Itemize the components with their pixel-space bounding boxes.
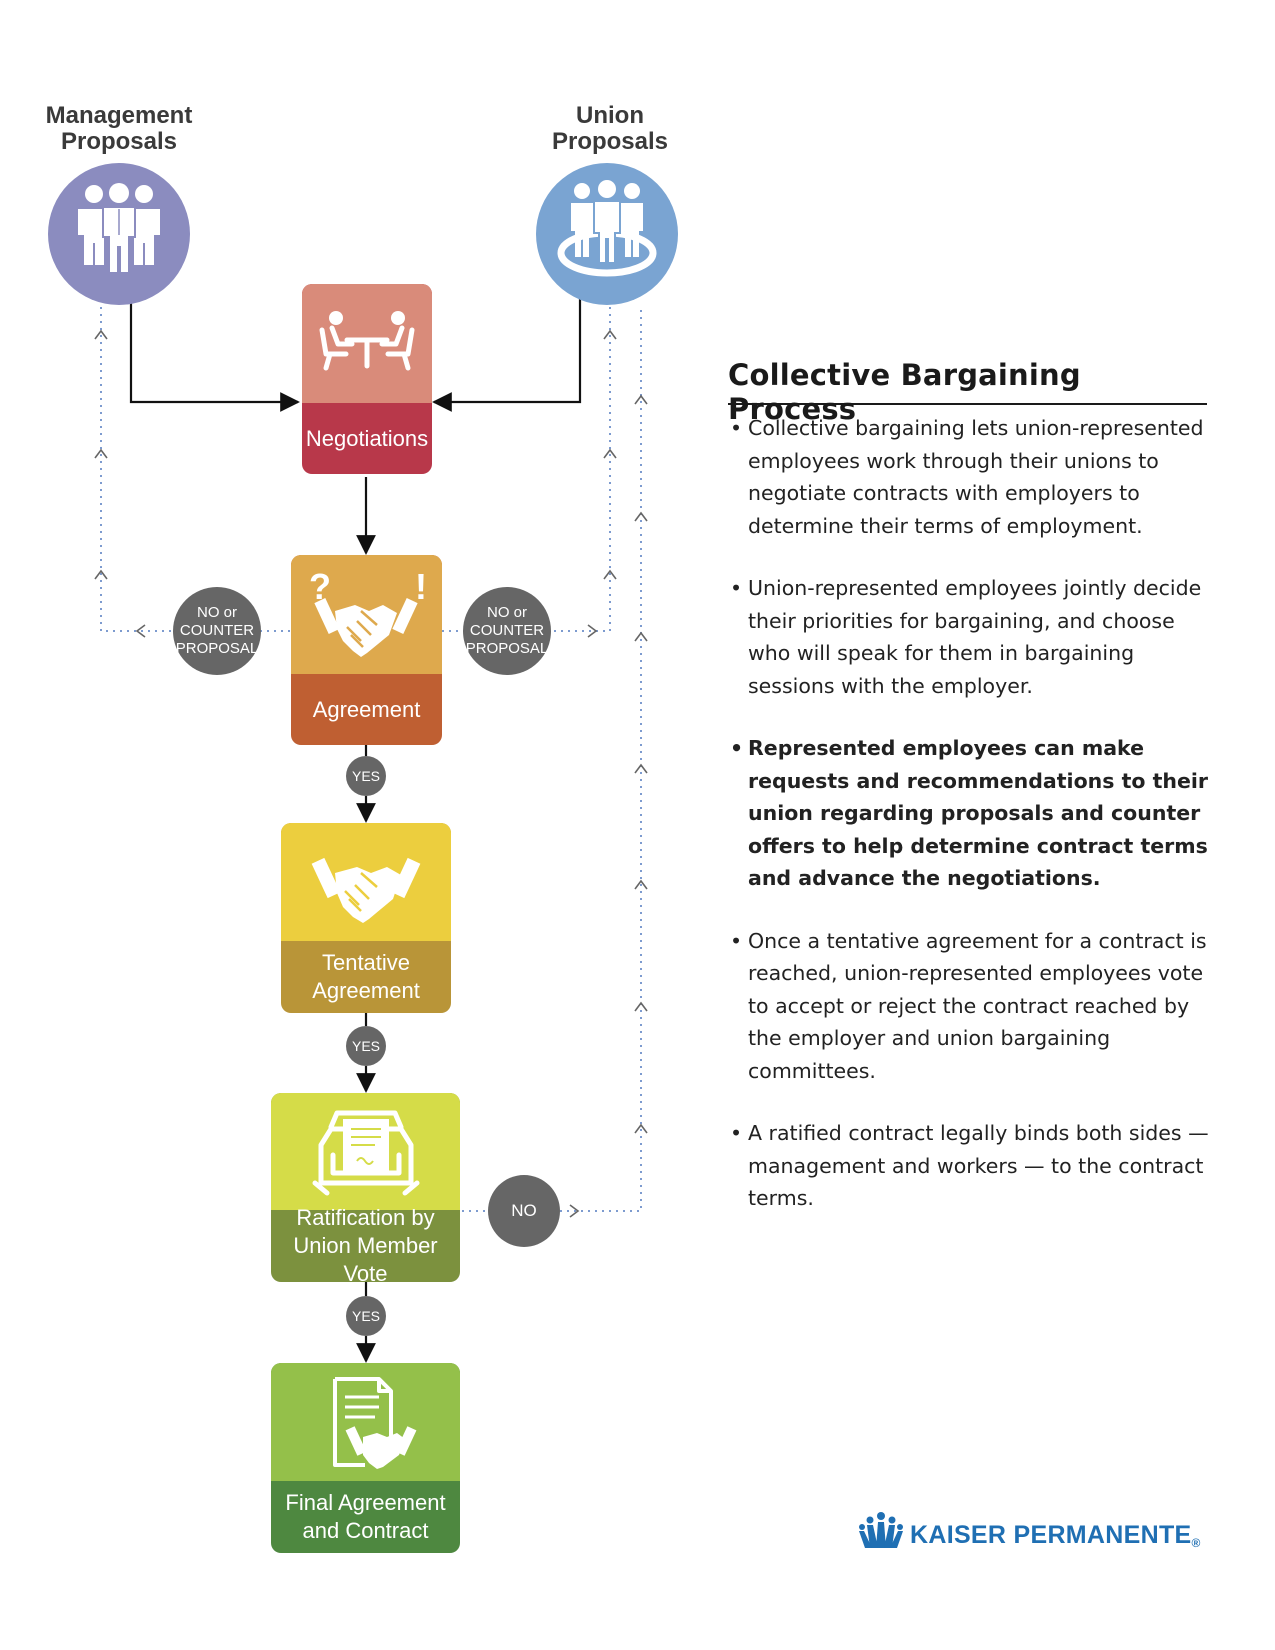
union-proposals-title: Union Proposals [551,102,669,155]
panel-title-rule [728,403,1207,405]
final-label-line1: Final Agreement [285,1490,446,1515]
union-to-negotiations-line [432,296,582,412]
no-badge-ratification: NO [488,1175,560,1247]
negotiations-step: Negotiations [302,284,432,474]
handshake-question-icon: ? ! [309,566,427,657]
left-return-dotted-line [100,304,290,632]
bullet-item: Union-represented employees jointly deci… [728,572,1218,702]
contract-handshake-icon [333,1377,417,1469]
ratification-label-line2: Union Member Vote [293,1233,438,1282]
ratification-label-line1: Ratification by [296,1205,435,1230]
right-return-dotted-line [442,304,611,632]
management-proposals-title: Management Proposals [45,102,193,155]
ratification-return-dotted-line [462,308,642,1212]
final-label-line2: and Contract [302,1518,429,1543]
svg-text:!: ! [415,566,427,607]
panel-bullets: Collective bargaining lets union-represe… [728,412,1218,1245]
negotiation-table-icon [319,311,415,371]
tentative-agreement-step: Tentative Agreement [281,823,451,1013]
management-to-negotiations-line [129,298,300,412]
bullet-item: Collective bargaining lets union-represe… [728,412,1218,542]
kaiser-logo-icon [859,1512,903,1548]
ratification-step: Ratification by Union Member Vote [271,1093,460,1282]
agreement-label: Agreement [312,696,421,722]
svg-text:?: ? [309,566,331,607]
agreement-step: ? ! Agreement [291,555,442,745]
yes-badge-tentative: YES [346,1026,386,1066]
ballot-box-icon [312,1110,420,1196]
yes-badge-ratification: YES [346,1296,386,1336]
management-circle [48,163,190,305]
negotiations-label: Negotiations [305,425,429,451]
bullet-item-emphasis: Represented employees can make requests … [728,732,1218,895]
right-no-counter-badge: NO or COUNTER PROPOSAL [463,587,551,675]
tentative-label-line1: Tentative [321,950,411,975]
union-group-icon [557,180,657,277]
kaiser-logo-text: KAISER PERMANENTE [910,1521,1192,1549]
left-no-counter-badge: NO or COUNTER PROPOSAL [173,587,261,675]
yes-badge-agreement: YES [346,756,386,796]
union-circle [536,163,678,305]
registered-mark: ® [1191,1536,1201,1550]
bullet-item: A ratified contract legally binds both s… [728,1117,1218,1215]
final-agreement-step: Final Agreement and Contract [271,1363,460,1553]
bullet-item: Once a tentative agreement for a contrac… [728,925,1218,1088]
management-people-icon [78,183,160,274]
handshake-icon [311,857,421,923]
tentative-label-line2: Agreement [312,978,420,1003]
kaiser-logo: KAISER PERMANENTE® [858,1510,1201,1550]
